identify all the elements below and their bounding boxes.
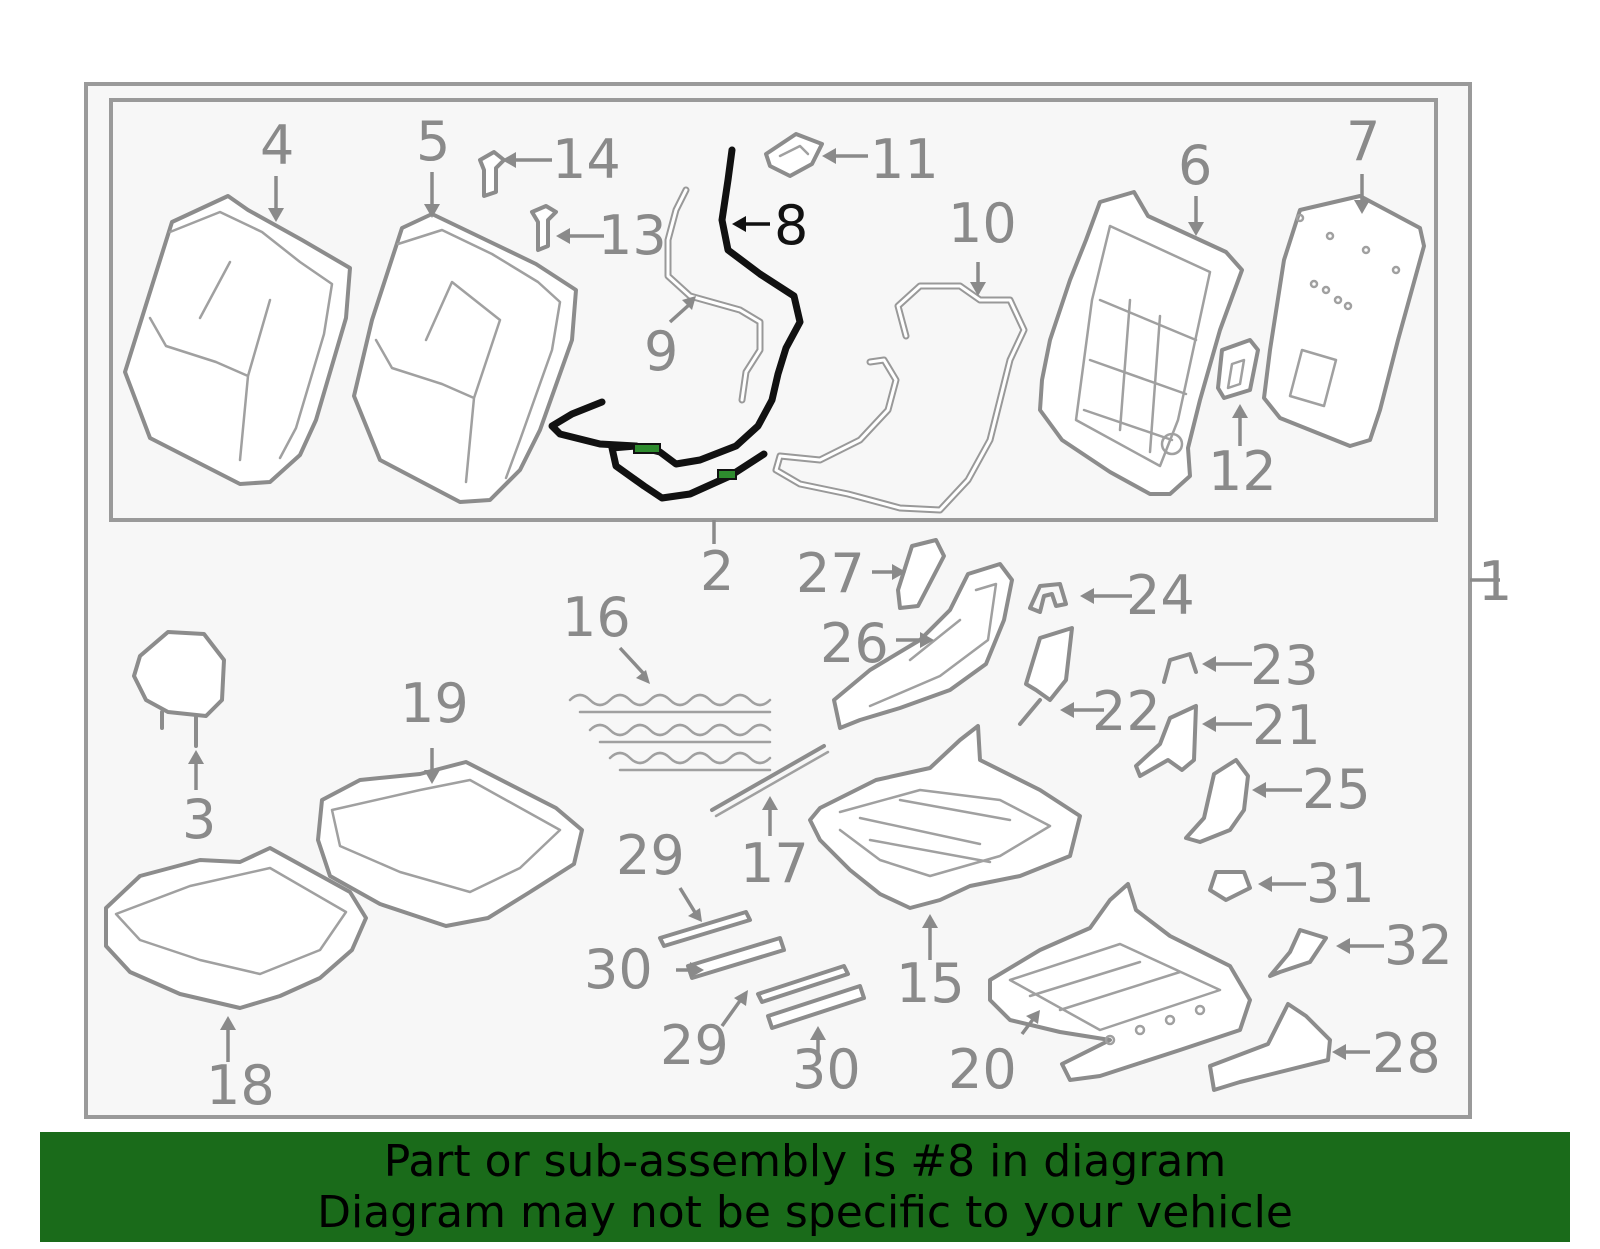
- part-29-rail-b[interactable]: [756, 964, 850, 1004]
- part-29-rail-a[interactable]: [658, 910, 752, 948]
- label-8: 8: [774, 194, 808, 257]
- part-16-springs[interactable]: [568, 693, 772, 772]
- part-13-clip[interactable]: [530, 204, 558, 252]
- label-28: 28: [1372, 1022, 1441, 1085]
- label-31: 31: [1306, 852, 1375, 915]
- label-21: 21: [1252, 694, 1321, 757]
- part-12-bracket[interactable]: [1216, 338, 1260, 400]
- label-18: 18: [206, 1054, 275, 1117]
- part-4-seatback-cover[interactable]: [123, 194, 352, 486]
- part-21-bracket[interactable]: [1134, 704, 1198, 778]
- label-6: 6: [1178, 134, 1212, 197]
- part-25-cover[interactable]: [1184, 758, 1250, 844]
- banner-line-disclaimer: Diagram may not be specific to your vehi…: [317, 1187, 1293, 1238]
- part-30-rail-b[interactable]: [766, 984, 866, 1030]
- part-22-bracket[interactable]: [1018, 626, 1074, 726]
- label-13: 13: [598, 204, 667, 267]
- label-4: 4: [260, 114, 294, 177]
- label-7: 7: [1346, 110, 1380, 173]
- label-1: 1: [1478, 550, 1512, 613]
- part-6-seatback-frame[interactable]: [1038, 190, 1244, 496]
- label-29-lower: 29: [660, 1014, 729, 1077]
- part-5-seatback-cover[interactable]: [352, 212, 578, 504]
- part-10-wire-frame[interactable]: [772, 282, 1028, 514]
- label-12: 12: [1208, 440, 1277, 503]
- part-28-cover[interactable]: [1208, 1002, 1332, 1092]
- label-15: 15: [896, 952, 965, 1015]
- label-27: 27: [796, 542, 865, 605]
- part-23-clip[interactable]: [1162, 652, 1198, 684]
- banner-line-part-info: Part or sub-assembly is #8 in diagram: [383, 1136, 1227, 1187]
- info-banner: Part or sub-assembly is #8 in diagram Di…: [40, 1132, 1570, 1242]
- label-22: 22: [1092, 680, 1161, 743]
- label-29-upper: 29: [616, 824, 685, 887]
- label-17: 17: [740, 832, 809, 895]
- label-23: 23: [1250, 634, 1319, 697]
- label-5: 5: [416, 110, 450, 173]
- part-14-clip[interactable]: [478, 150, 506, 198]
- label-25: 25: [1302, 758, 1371, 821]
- part-9-wire-harness[interactable]: [664, 186, 764, 404]
- label-16: 16: [562, 586, 631, 649]
- part-17-rod[interactable]: [710, 744, 830, 818]
- label-20: 20: [948, 1038, 1017, 1101]
- part-7-back-panel[interactable]: [1262, 194, 1426, 448]
- part-15-seat-frame[interactable]: [808, 724, 1082, 910]
- label-30-upper: 30: [584, 938, 653, 1001]
- label-14: 14: [552, 128, 621, 191]
- label-30-lower: 30: [792, 1038, 861, 1101]
- label-10: 10: [948, 192, 1017, 255]
- label-24: 24: [1126, 564, 1195, 627]
- label-19: 19: [400, 672, 469, 735]
- label-9: 9: [644, 320, 678, 383]
- label-3: 3: [182, 788, 216, 851]
- label-2: 2: [700, 540, 734, 603]
- part-18-seat-cushion-cover[interactable]: [104, 846, 368, 1010]
- part-31-clip[interactable]: [1208, 870, 1252, 902]
- part-27-trim[interactable]: [896, 538, 946, 610]
- part-11-connector[interactable]: [764, 132, 824, 178]
- label-26: 26: [820, 612, 889, 675]
- label-32: 32: [1384, 914, 1453, 977]
- part-3-headrest[interactable]: [132, 630, 226, 748]
- part-8-wire-harness[interactable]: [548, 146, 804, 502]
- label-11: 11: [870, 128, 939, 191]
- leader-arrows: [188, 148, 1384, 1062]
- part-32-bracket[interactable]: [1268, 928, 1328, 978]
- part-20-seat-track[interactable]: [988, 882, 1252, 1082]
- part-24-bracket[interactable]: [1028, 582, 1068, 614]
